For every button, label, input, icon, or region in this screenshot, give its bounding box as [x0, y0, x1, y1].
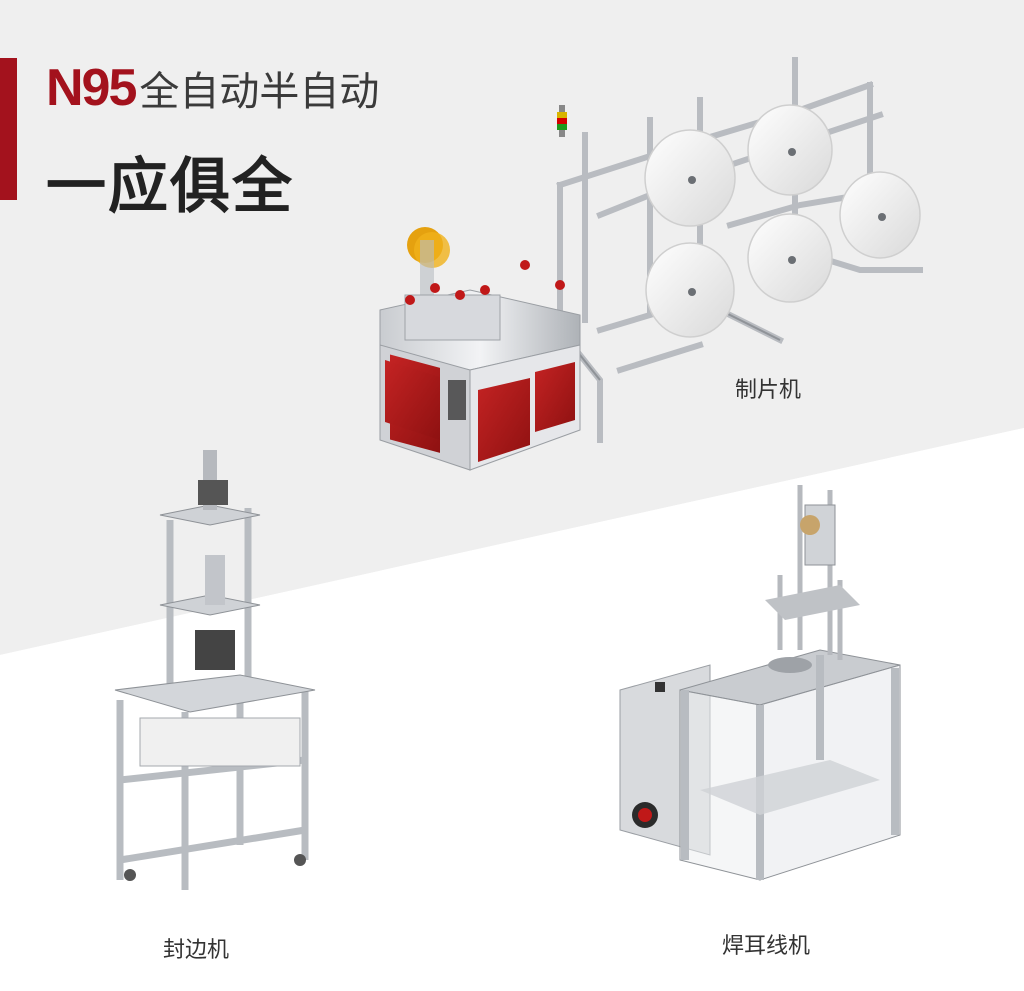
tagline: 一应俱全 — [46, 152, 294, 222]
mask-sheet-machine-illustration — [379, 57, 923, 471]
edge-sealing-machine-illustration — [114, 450, 316, 890]
ear-loop-welding-machine-illustration — [619, 485, 901, 881]
caption-edge-sealing-machine: 封边机 — [163, 938, 230, 963]
accent-bar — [0, 58, 17, 200]
caption-ear-loop-welding-machine: 焊耳线机 — [722, 934, 811, 959]
subtitle: 全自动半自动 — [139, 69, 380, 115]
brand-title: N95 — [46, 59, 137, 117]
caption-mask-sheet-machine: 制片机 — [735, 378, 802, 403]
